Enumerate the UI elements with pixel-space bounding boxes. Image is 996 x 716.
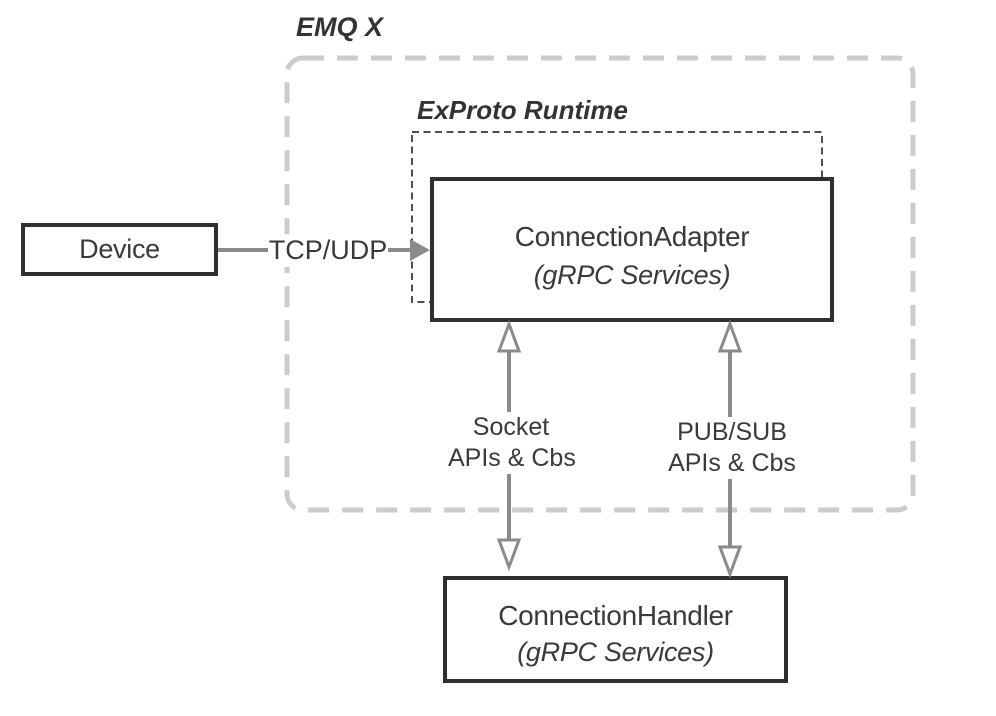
pubsub-edge-label-line1: PUB/SUB	[677, 418, 787, 446]
socket-edge-label-line1: Socket	[472, 413, 550, 441]
tcp-edge-label: TCP/UDP	[268, 234, 388, 267]
connection-handler-title: ConnectionHandler	[498, 599, 733, 631]
exproto-runtime-label: ExProto Runtime	[417, 95, 628, 125]
connection-adapter-subtitle: (gRPC Services)	[533, 259, 731, 290]
emqx-group-label: EMQ X	[296, 12, 384, 42]
tcp-arrowhead-icon	[410, 239, 430, 261]
connection-adapter-title: ConnectionAdapter	[514, 220, 750, 252]
arrowhead-down-icon	[717, 545, 743, 579]
device-label: Device	[79, 234, 160, 264]
device-node: Device	[21, 223, 218, 276]
socket-edge-label-line2: APIs & Cbs	[448, 444, 576, 472]
arrowhead-up-icon	[496, 320, 522, 353]
arrowhead-down-icon	[496, 538, 522, 572]
pubsub-edge-label-line2: APIs & Cbs	[668, 449, 796, 477]
emqx-group-dashed-border	[284, 55, 916, 513]
arrowhead-up-icon	[717, 320, 743, 353]
socket-edge-label: Socket APIs & Cbs	[448, 412, 576, 474]
connection-handler-subtitle: (gRPC Services)	[517, 636, 714, 667]
connection-handler-node: ConnectionHandler (gRPC Services)	[443, 576, 788, 683]
pubsub-edge-label: PUB/SUB APIs & Cbs	[668, 417, 796, 479]
connection-adapter-node: ConnectionAdapter (gRPC Services)	[430, 177, 834, 322]
